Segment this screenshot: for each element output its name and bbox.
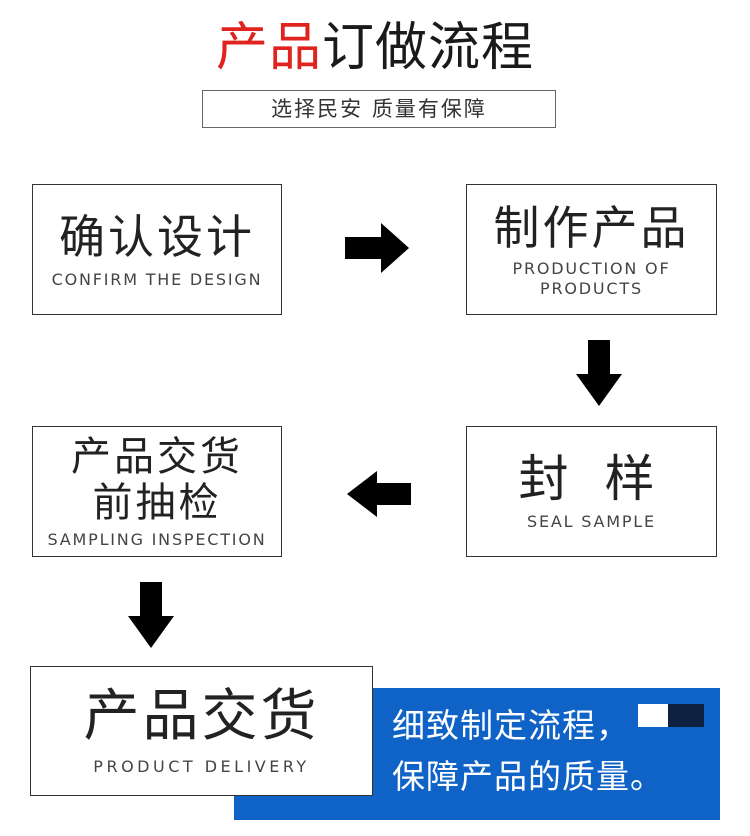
step-confirm-design: 确认设计 CONFIRM THE DESIGN xyxy=(32,184,282,315)
slogan-text: 细致制定流程， 保障产品的质量。 xyxy=(392,700,664,802)
step-subtitle-line: PRODUCTS xyxy=(540,278,643,298)
step-sampling-inspection: 产品交货 前抽检 SAMPLING INSPECTION xyxy=(32,426,282,557)
step-production: 制作产品 PRODUCTION OF PRODUCTS xyxy=(466,184,717,315)
title-highlight: 产品 xyxy=(215,18,322,78)
decor-square-white xyxy=(638,704,668,727)
arrow-right-icon xyxy=(345,223,409,273)
step-title: 确认设计 xyxy=(59,209,255,264)
step-title-line: 产品交货 xyxy=(71,433,243,480)
slogan-line: 细致制定流程， xyxy=(392,706,630,745)
arrow-down-icon xyxy=(576,340,622,406)
arrow-left-icon xyxy=(347,471,411,517)
step-subtitle: SEAL SAMPLE xyxy=(527,511,656,531)
step-subtitle: CONFIRM THE DESIGN xyxy=(51,269,263,289)
decor-square-navy xyxy=(668,704,704,727)
step-title: 封 样 xyxy=(518,449,665,508)
step-title-line: 前抽检 xyxy=(92,479,222,526)
step-product-delivery: 产品交货 PRODUCT DELIVERY xyxy=(30,666,373,796)
step-subtitle-line: PRODUCTION OF xyxy=(512,258,671,278)
slogan-line: 保障产品的质量。 xyxy=(392,757,664,796)
subtitle-text: 选择民安 质量有保障 xyxy=(271,97,487,121)
page-title: 产品订做流程 xyxy=(0,14,750,82)
step-title: 产品交货 前抽检 xyxy=(71,434,243,526)
step-title: 制作产品 xyxy=(493,200,690,255)
step-subtitle: SAMPLING INSPECTION xyxy=(47,529,267,549)
step-subtitle: PRODUCT DELIVERY xyxy=(93,757,310,776)
subtitle-box: 选择民安 质量有保障 xyxy=(202,90,556,128)
title-main: 订做流程 xyxy=(322,18,535,78)
step-title: 产品交货 xyxy=(83,684,320,749)
arrow-down-icon xyxy=(128,582,174,648)
step-subtitle: PRODUCTION OF PRODUCTS xyxy=(513,259,671,299)
step-seal-sample: 封 样 SEAL SAMPLE xyxy=(466,426,717,557)
